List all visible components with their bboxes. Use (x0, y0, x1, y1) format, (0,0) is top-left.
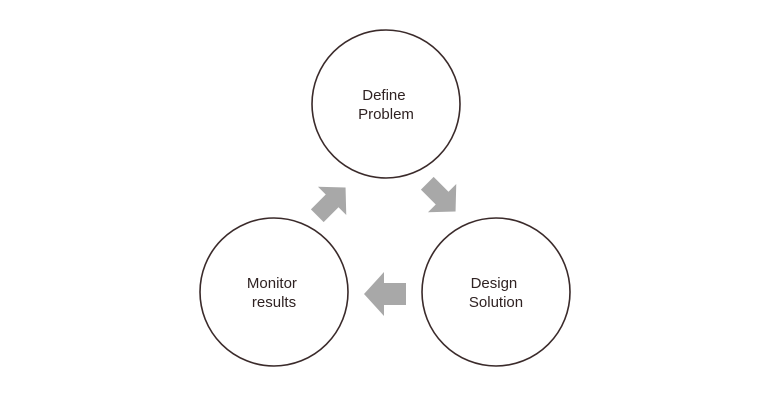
arrow-define-to-design (420, 176, 457, 213)
node-monitor-label: Monitor results (247, 275, 301, 311)
node-define-label: Define Problem (358, 87, 414, 123)
node-design-label: Design Solution (469, 275, 523, 311)
arrow-design-to-monitor (364, 272, 406, 316)
node-monitor-circle (199, 217, 349, 367)
node-design-solution: Design Solution (421, 217, 571, 367)
node-monitor-results: Monitor results (199, 217, 349, 367)
arrow-monitor-to-define (310, 186, 347, 223)
node-define-circle (311, 29, 461, 179)
arrow-design-to-monitor-shape (364, 272, 406, 316)
node-define-problem: Define Problem (311, 29, 461, 179)
arrow-define-to-design-shape (420, 176, 457, 213)
arrow-monitor-to-define-shape (310, 186, 347, 223)
node-design-circle (421, 217, 571, 367)
